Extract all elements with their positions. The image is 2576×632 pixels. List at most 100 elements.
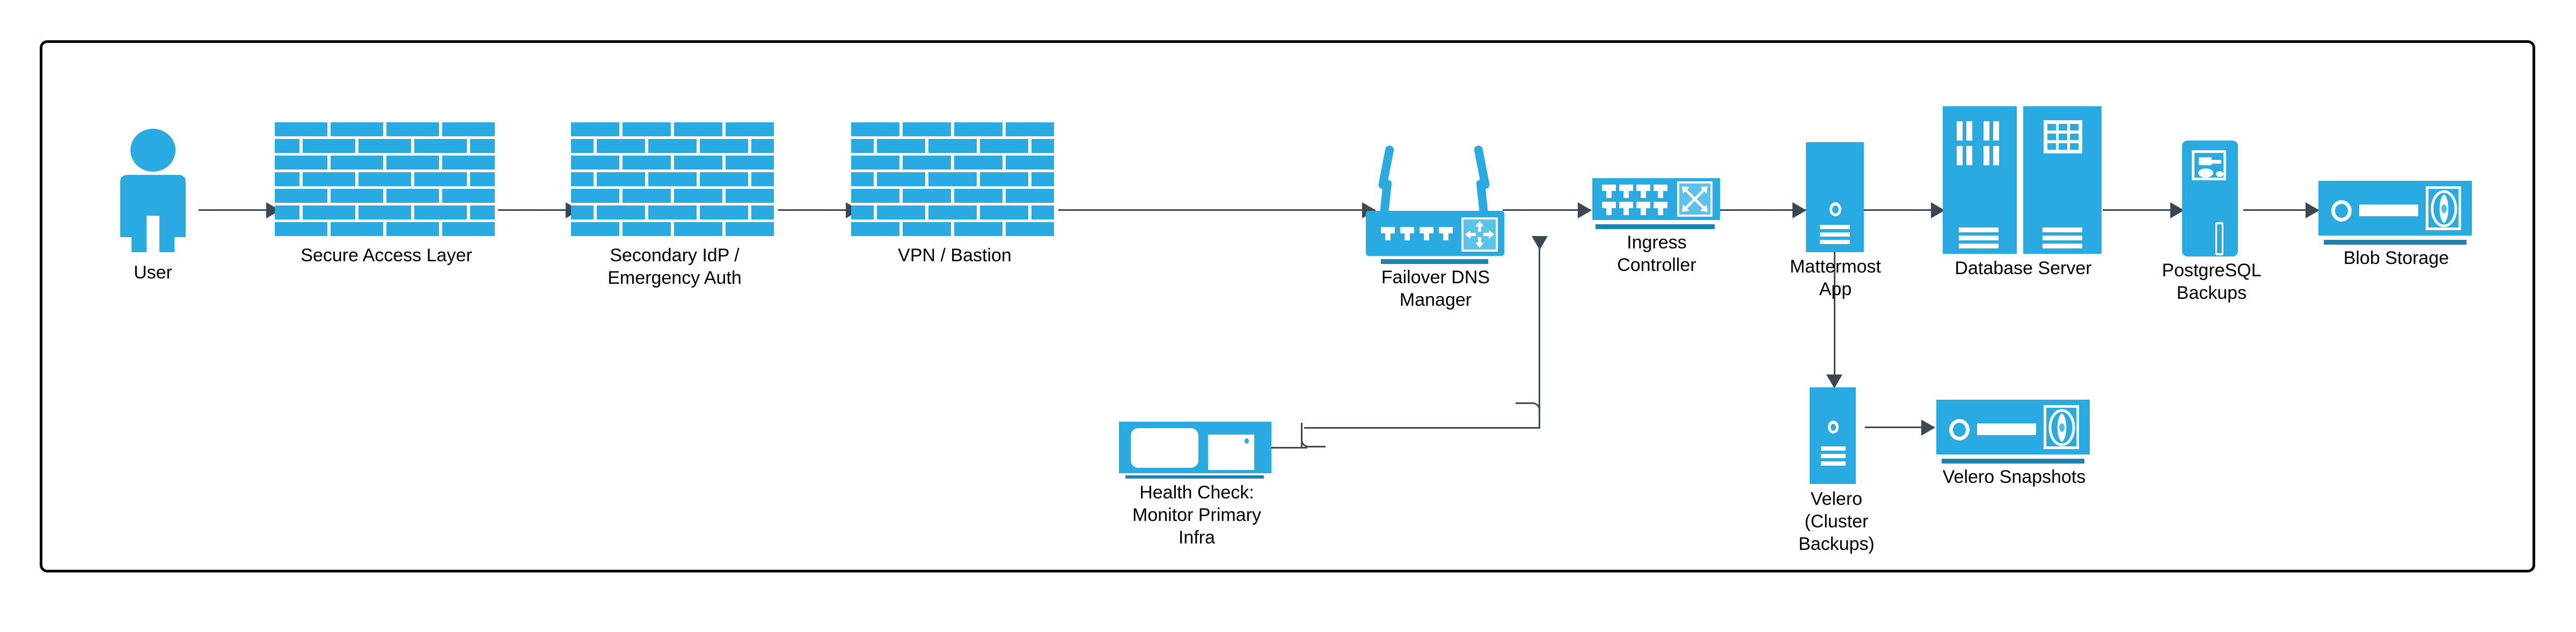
user-head [130, 129, 175, 172]
node-label-ingress-line2: Controller [1617, 255, 1696, 275]
edge-secondary-idp-to-vpn [778, 209, 848, 211]
node-mattermost-app[interactable]: Mattermost App [1790, 142, 1881, 303]
node-blob-storage[interactable]: Blob Storage [2318, 181, 2474, 299]
edge-user-to-secure-access [199, 209, 268, 211]
edge-health-corner2 [1516, 402, 1540, 428]
velero-snapshots-bar [1977, 423, 2036, 435]
node-label-secondary-idp-line2: Emergency Auth [608, 268, 742, 288]
velero-snapshots-indicator-inner [1953, 423, 1966, 437]
arrowhead-velero [1826, 374, 1842, 388]
mattermost-power-ring-inner [1832, 205, 1839, 214]
four-way-arrow-icon [1465, 221, 1494, 248]
edge-failover-dns-to-ingress [1503, 209, 1591, 211]
database-grid-cell-4 [2047, 134, 2056, 140]
blob-storage-disc-panel [2426, 186, 2461, 230]
edge-mattermost-to-database [1863, 209, 1944, 211]
postgres-media-bar-a [2199, 157, 2212, 165]
server-rack-pair-icon [1943, 106, 2102, 254]
node-label-mattermost-line1: Mattermost [1789, 256, 1882, 277]
node-label-health-line3: Infra [1178, 527, 1216, 548]
velero-server-body [1810, 387, 1856, 484]
edge-mattermost-to-velero [1834, 252, 1835, 386]
blob-storage-accent-bar [2324, 240, 2467, 245]
database-left-vent-3 [1959, 244, 1999, 248]
node-secondary-idp[interactable]: Secondary IdP / Emergency Auth [571, 122, 778, 288]
database-bay-bar-4 [1993, 121, 1999, 141]
postgres-media-ellipse-lg [2198, 168, 2213, 178]
edge-vpn-to-failover-dns [1058, 209, 1375, 211]
arrowhead-ingress [1578, 202, 1592, 218]
blob-storage-indicator-inner [2335, 204, 2348, 218]
database-grid-cell-6 [2070, 134, 2079, 140]
node-label-mattermost-line2: App [1819, 279, 1852, 299]
node-velero[interactable]: Velero (Cluster Backups) [1798, 387, 1875, 559]
user-leg-right [159, 216, 174, 252]
database-bay-bar-7 [1984, 146, 1989, 165]
user-person-icon [107, 129, 199, 252]
node-label-vpn-bastion: VPN / Bastion [898, 245, 1012, 266]
edge-postgres-to-blob [2243, 209, 2318, 211]
failover-dns-accent-bar [1381, 259, 1488, 264]
edge-velero-to-snapshots [1865, 427, 1935, 428]
crossover-x-icon [1682, 186, 1708, 212]
database-grid-cell-3 [2070, 124, 2079, 130]
database-grid-cell-7 [2047, 143, 2056, 150]
disk-storage-icon [2318, 181, 2472, 236]
database-grid-cell-8 [2059, 143, 2067, 150]
node-label-velero-line1: Velero [1810, 489, 1863, 509]
edge-health-corner1 [1301, 423, 1326, 447]
arrowhead-database [1931, 202, 1945, 218]
blob-storage-disc-glyph [2431, 190, 2457, 227]
node-label-database-server: Database Server [1955, 258, 2092, 278]
node-health-check[interactable]: Health Check: Monitor Primary Infra [1119, 422, 1275, 583]
node-label-health-line1: Health Check: [1139, 482, 1254, 503]
tower-server-icon [1810, 387, 1856, 484]
node-label-blob-storage: Blob Storage [2343, 248, 2449, 268]
node-failover-dns-manager[interactable]: Failover DNS Manager [1366, 142, 1505, 310]
node-label-postgres-line2: Backups [2176, 283, 2247, 303]
router-routing-arrows-panel [1461, 217, 1498, 252]
diagram-boundary [40, 40, 2535, 572]
node-secure-access-layer[interactable]: Secure Access Layer [275, 122, 498, 283]
user-leg-gap [147, 220, 159, 252]
health-check-tablet-screen [1131, 428, 1198, 468]
node-label-health-line2: Monitor Primary [1132, 505, 1261, 525]
node-vpn-bastion[interactable]: VPN / Bastion [851, 122, 1058, 283]
node-label-velero-line2: (Cluster [1804, 511, 1869, 532]
database-right-vent-1 [2043, 227, 2082, 232]
database-grid-cell-5 [2059, 134, 2067, 140]
arrowhead-failover-dns-health [1532, 236, 1548, 250]
switch-crossover-panel [1677, 181, 1713, 217]
velero-vent-3 [1821, 461, 1846, 466]
database-bay-bar-2 [1966, 121, 1972, 141]
edge-health-seg3 [1304, 427, 1540, 429]
disk-storage-icon [1936, 400, 2090, 454]
edge-secure-access-to-secondary-idp [498, 209, 568, 211]
user-leg-left [131, 216, 147, 252]
node-postgresql-backups[interactable]: PostgreSQL Backups [2162, 141, 2262, 303]
database-grid-cell-2 [2059, 124, 2067, 130]
node-label-velero-line3: Backups) [1798, 534, 1875, 554]
node-label-secondary-idp-line1: Secondary IdP / [610, 245, 740, 266]
node-database-server[interactable]: Database Server [1943, 106, 2104, 278]
edge-health-seg1 [1271, 447, 1307, 449]
health-check-accent-bar [1125, 475, 1264, 479]
node-ingress-controller[interactable]: Ingress Controller [1592, 178, 1721, 318]
node-label-ingress-line1: Ingress [1627, 232, 1687, 253]
database-grid-cell-9 [2070, 143, 2079, 150]
node-label-secure-access-layer: Secure Access Layer [301, 245, 472, 266]
node-velero-snapshots[interactable]: Velero Snapshots [1936, 400, 2092, 518]
ingress-accent-bar [1596, 224, 1715, 229]
database-right-vent-3 [2043, 244, 2082, 248]
node-label-failover-dns-line2: Manager [1399, 290, 1472, 310]
velero-snapshots-disc-panel [2044, 405, 2079, 449]
edge-ingress-to-mattermost [1720, 209, 1806, 211]
health-check-phone-dot [1245, 438, 1249, 444]
velero-vent-1 [1821, 446, 1846, 451]
blob-storage-bar [2359, 204, 2418, 216]
velero-snapshots-accent-bar [1942, 459, 2084, 464]
node-user[interactable]: User [107, 129, 199, 284]
database-left-vent-2 [1959, 236, 1999, 240]
node-label-failover-dns-line1: Failover DNS [1381, 267, 1490, 288]
firewall-brick-wall-icon [571, 122, 778, 236]
